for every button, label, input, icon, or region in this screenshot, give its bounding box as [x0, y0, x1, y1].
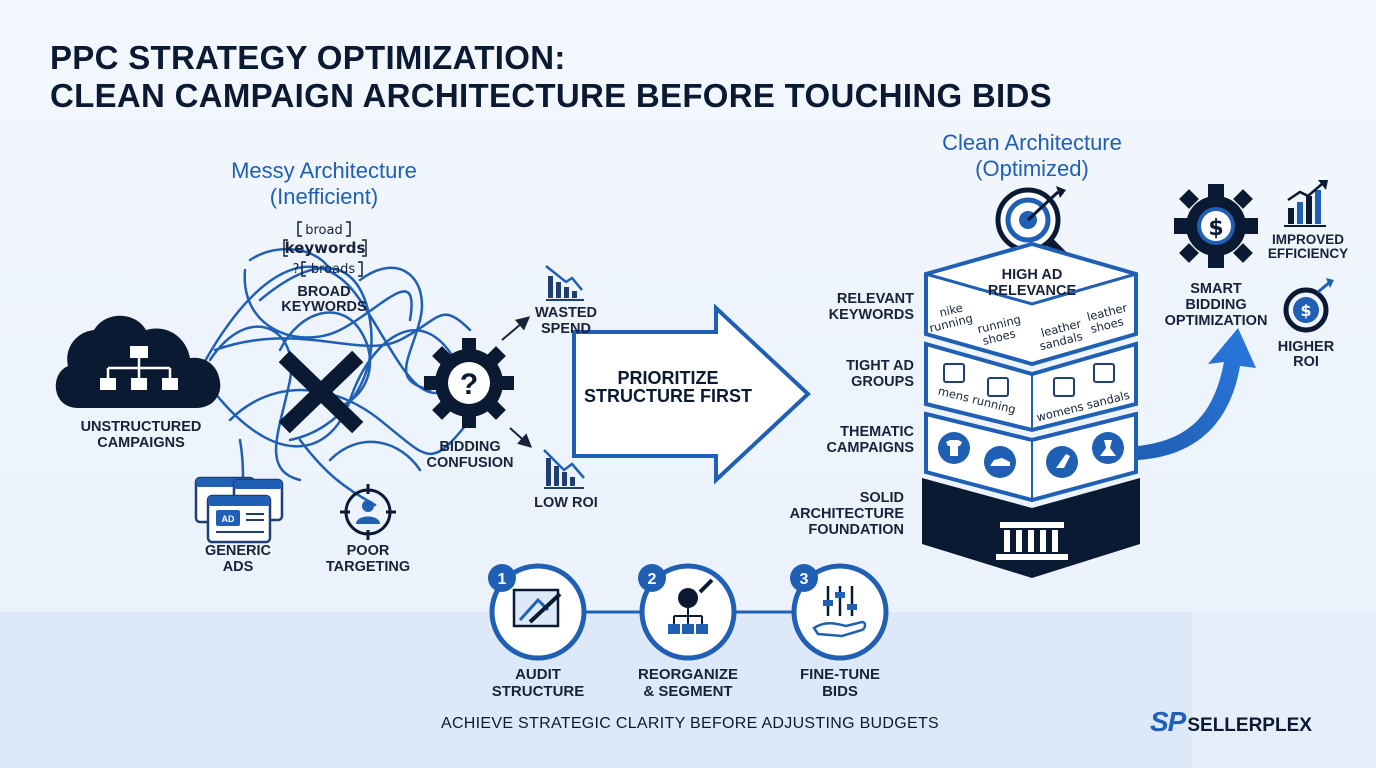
- step-3-label-1: FINE-TUNE: [800, 666, 880, 683]
- step-3-number: 3: [800, 571, 809, 588]
- step-1-number: 1: [498, 571, 507, 588]
- title-line-2: CLEAN CAMPAIGN ARCHITECTURE BEFORE TOUCH…: [50, 77, 1052, 114]
- stack-layer-top: [924, 241, 1138, 367]
- solid-foundation-label-3: FOUNDATION: [808, 522, 904, 538]
- relevant-keywords-label-2: KEYWORDS: [828, 307, 914, 323]
- high-ad-relevance-label-2: RELEVANCE: [987, 283, 1077, 299]
- roi-dollar-icon: $: [1283, 278, 1334, 333]
- bidding-confusion-label-1: BIDDING: [439, 439, 501, 455]
- thematic-campaigns-label-1: THEMATIC: [840, 424, 914, 440]
- step-3-label-2: BIDS: [822, 683, 858, 700]
- svg-text:$: $: [1300, 301, 1311, 320]
- keyword-tag-2: keywords: [285, 239, 366, 257]
- tight-ad-groups-label-1: TIGHT AD: [846, 358, 914, 374]
- higher-roi-label-2: ROI: [1293, 354, 1319, 370]
- clean-heading-line-1: Clean Architecture: [942, 130, 1122, 155]
- svg-text:$: $: [1208, 216, 1223, 241]
- step-1-label-1: AUDIT: [515, 666, 561, 683]
- growth-curve-arrow: [1138, 328, 1256, 460]
- footer-tagline: ACHIEVE STRATEGIC CLARITY BEFORE ADJUSTI…: [440, 715, 940, 732]
- step-1-circle: [488, 563, 587, 661]
- unstructured-campaigns-label-1: UNSTRUCTURED: [80, 419, 202, 435]
- bottom-band-right: [1192, 612, 1376, 768]
- thematic-campaigns-label-2: CAMPAIGNS: [826, 440, 914, 456]
- improved-efficiency-label-2: EFFICIENCY: [1267, 246, 1349, 261]
- ad-badge: AD: [222, 514, 235, 524]
- growth-chart-icon: [1284, 180, 1328, 227]
- generic-ads-label-1: GENERIC: [204, 543, 272, 559]
- stack-layer-campaigns: [924, 411, 1138, 503]
- higher-roi-label-1: HIGHER: [1277, 339, 1335, 355]
- keyword-tag-1: broad: [305, 223, 342, 238]
- broad-keywords-label-2: KEYWORDS: [281, 299, 367, 315]
- brand-name: SELLERPLEX: [1187, 715, 1312, 736]
- question-gear-icon: [424, 338, 514, 428]
- messy-heading-line-2: (Inefficient): [269, 184, 379, 209]
- keyword-tags-brackets: [283, 221, 367, 277]
- arrow-to-wasted: [501, 316, 531, 341]
- unstructured-campaigns-label-2: CAMPAIGNS: [97, 435, 185, 451]
- prioritize-line-2: STRUCTURE FIRST: [584, 386, 752, 406]
- clean-heading-line-2: (Optimized): [975, 156, 1089, 181]
- solid-foundation-label-2: ARCHITECTURE: [789, 506, 904, 522]
- broad-keywords-label-1: BROAD: [297, 284, 351, 300]
- step-2-label-1: REORGANIZE: [637, 666, 738, 683]
- step-2-number: 2: [648, 571, 657, 588]
- target-person-icon: [340, 484, 396, 540]
- cloud-icon: [55, 315, 221, 408]
- ad-windows-icon: [194, 476, 284, 544]
- tight-ad-groups-label-2: GROUPS: [851, 374, 914, 390]
- smart-bidding-label-3: OPTIMIZATION: [1164, 313, 1268, 329]
- high-ad-relevance-label-1: HIGH AD: [1001, 267, 1063, 283]
- bidding-confusion-label-2: CONFUSION: [426, 455, 514, 471]
- low-roi-chart-icon: [543, 449, 585, 489]
- prioritize-arrow-shape: [572, 303, 811, 485]
- low-roi-label: LOW ROI: [534, 495, 598, 511]
- brand-mark: SP: [1150, 706, 1186, 737]
- arrow-to-low-roi: [509, 427, 533, 448]
- step-1-label-2: STRUCTURE: [491, 683, 585, 700]
- keyword-card-1-line1: nike: [938, 300, 964, 319]
- smart-bidding-label-2: BIDDING: [1185, 297, 1247, 313]
- improved-efficiency-label-1: IMPROVED: [1271, 232, 1344, 247]
- generic-ads-label-2: ADS: [222, 559, 254, 575]
- keyword-tag-3: ?: [293, 262, 300, 277]
- wasted-spend-label-2: SPEND: [541, 321, 591, 337]
- stack-foundation: [922, 478, 1140, 578]
- relevant-keywords-label-1: RELEVANT: [836, 291, 914, 307]
- step-3-circle: [790, 563, 889, 661]
- x-icon: [278, 350, 364, 434]
- smart-bidding-label-1: SMART: [1190, 281, 1242, 297]
- step-2-circle: [638, 563, 737, 661]
- prioritize-line-1: PRIORITIZE: [617, 368, 719, 388]
- title-line-1: PPC STRATEGY OPTIMIZATION:: [50, 39, 566, 76]
- falling-chart-icon: [545, 265, 584, 301]
- poor-targeting-label-2: TARGETING: [325, 559, 411, 575]
- dollar-gear-icon: $: [1174, 184, 1258, 268]
- poor-targeting-label-1: POOR: [346, 543, 390, 559]
- wasted-spend-label-1: WASTED: [534, 305, 598, 321]
- keyword-tag-4: broads: [311, 262, 355, 277]
- messy-heading-line-1: Messy Architecture: [231, 158, 417, 183]
- stack-layer-middle: [924, 341, 1138, 433]
- solid-foundation-label-1: SOLID: [859, 490, 904, 506]
- question-mark: ?: [460, 368, 478, 401]
- step-2-label-2: & SEGMENT: [643, 683, 733, 700]
